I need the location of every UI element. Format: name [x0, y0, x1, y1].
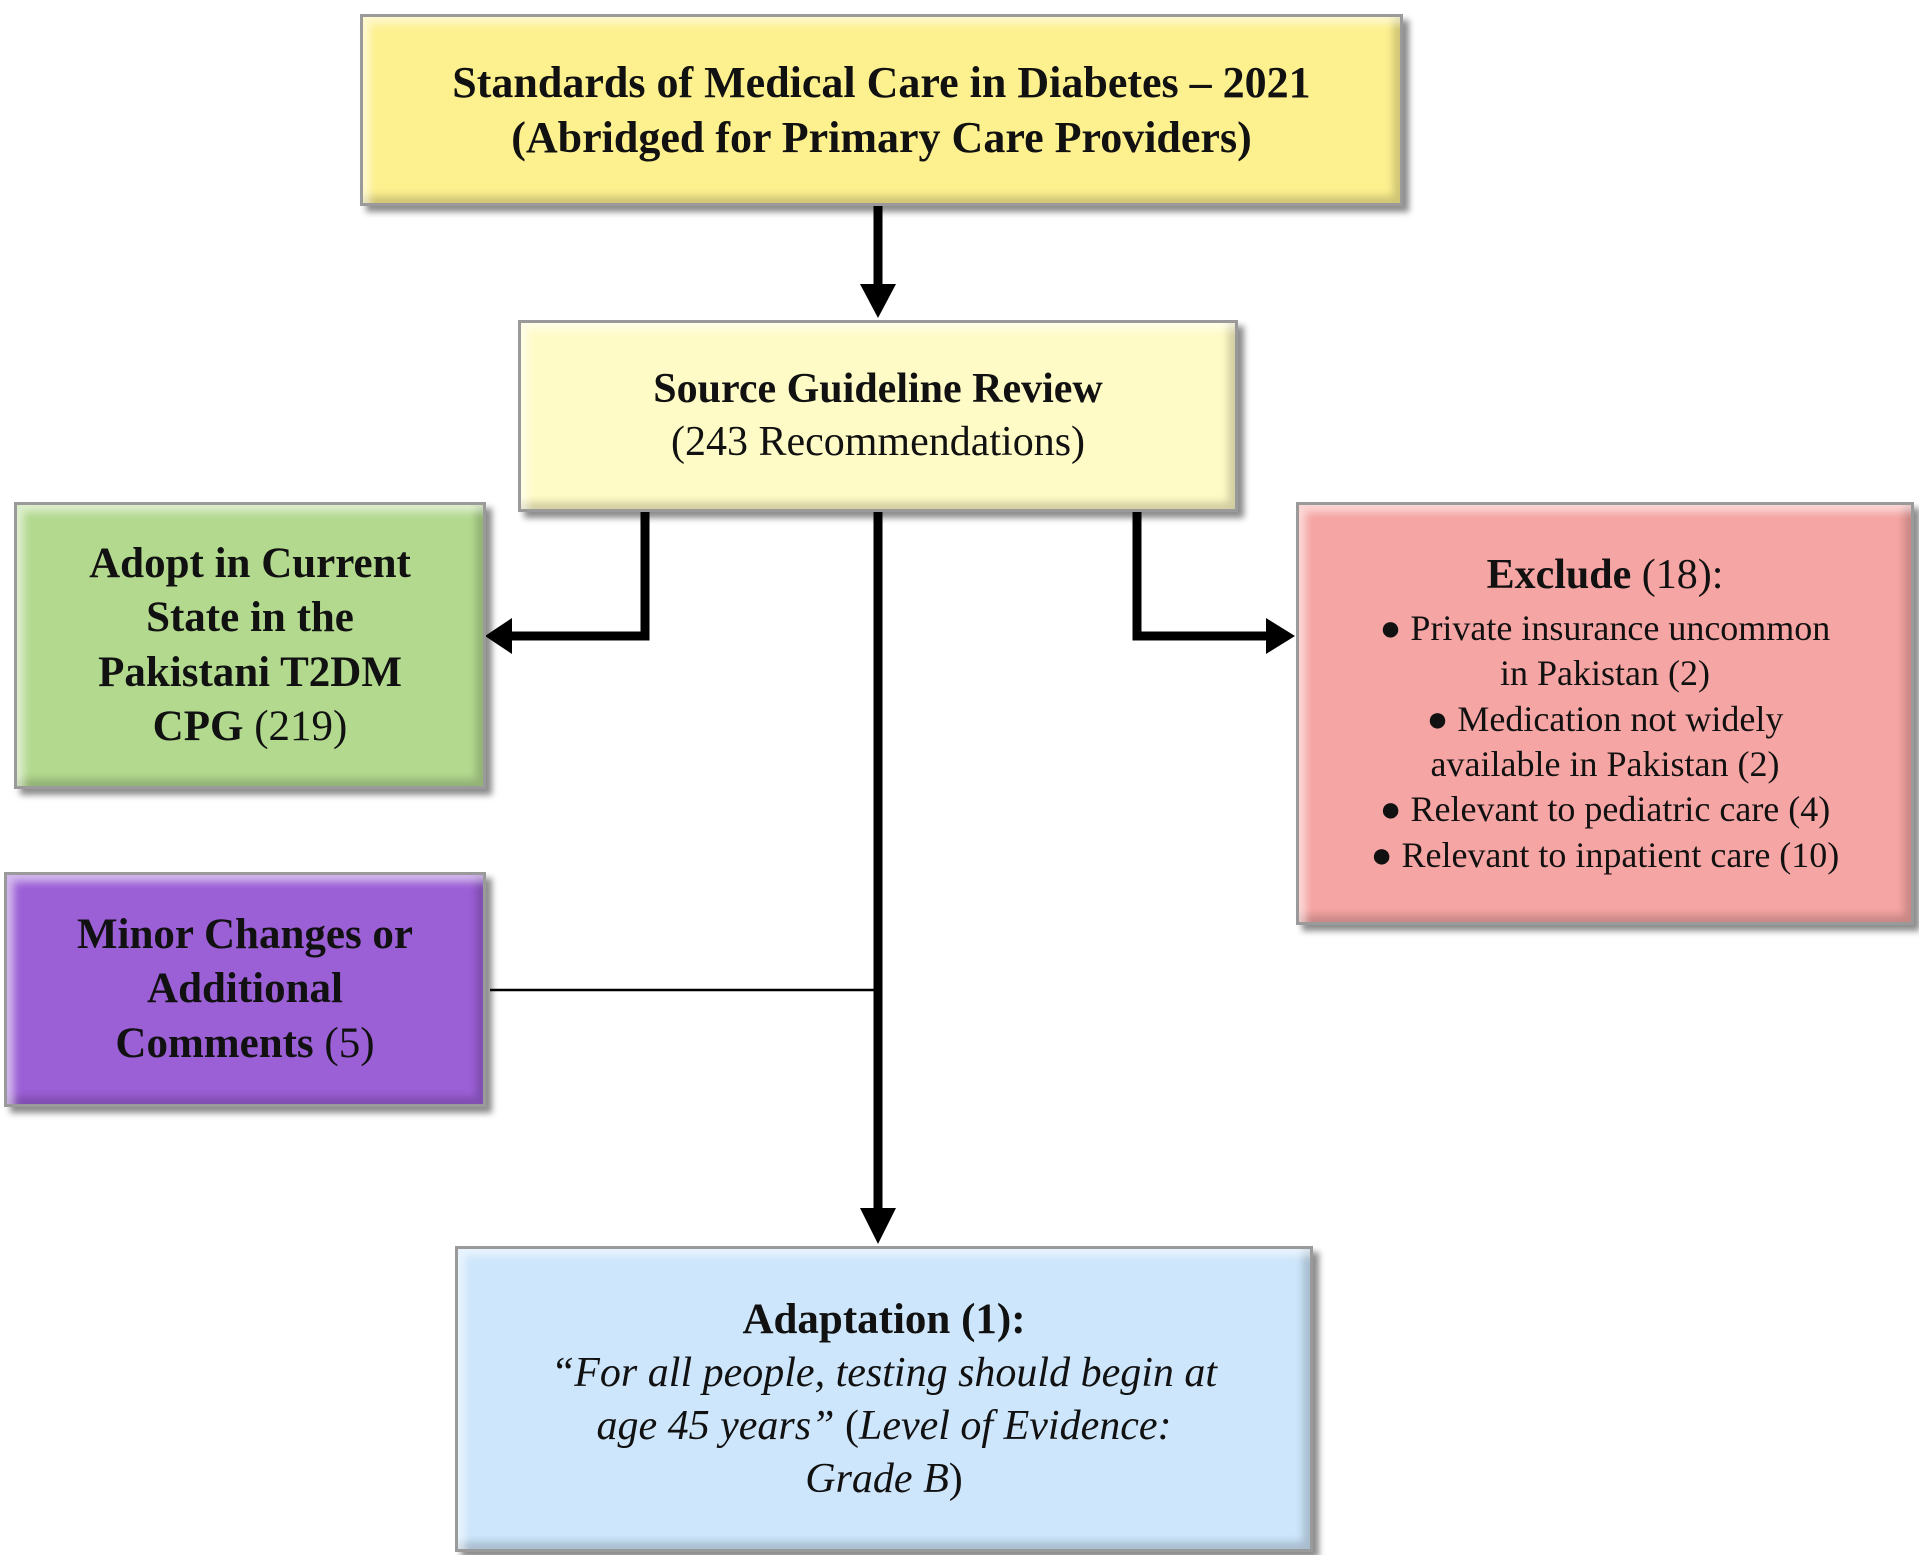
minor-comments: Comments	[115, 1019, 314, 1067]
adopt-line-4: CPG (219)	[153, 700, 348, 754]
source-title: Source Guideline Review	[653, 366, 1103, 413]
exclude-title: Exclude	[1486, 551, 1632, 598]
minor-line-3: Comments (5)	[115, 1017, 374, 1071]
adopt-cpg: CPG	[152, 702, 244, 750]
node-adopt: Adopt in Current State in the Pakistani …	[14, 502, 486, 789]
adopt-line-1: Adopt in Current	[89, 540, 411, 588]
exclude-item-1: ● Private insurance uncommon	[1379, 607, 1831, 648]
node-adaptation: Adaptation (1): “For all people, testing…	[455, 1246, 1313, 1552]
exclude-count: (18):	[1631, 551, 1724, 598]
adaptation-quote-end: age 45 years”	[596, 1402, 835, 1449]
adaptation-line-1: “For all people, testing should begin at	[550, 1349, 1218, 1396]
exclude-item-4: ● Relevant to inpatient care (10)	[1370, 834, 1840, 875]
arrowhead-adopt	[485, 618, 512, 654]
exclude-heading: Exclude (18):	[1487, 549, 1724, 602]
standards-title: Standards of Medical Care in Diabetes – …	[452, 57, 1311, 107]
adopt-count: (219)	[243, 702, 348, 750]
exclude-item-2b: available in Pakistan (2)	[1430, 743, 1780, 784]
adaptation-grade: Grade B	[805, 1455, 949, 1502]
exclude-item-3: ● Relevant to pediatric care (4)	[1379, 789, 1831, 830]
adopt-line-3: Pakistani T2DM	[98, 648, 402, 696]
source-subtitle: (243 Recommendations)	[670, 419, 1086, 465]
arrowhead-exclude	[1266, 618, 1295, 654]
standards-subtitle: (Abridged for Primary Care Providers)	[511, 113, 1252, 162]
adaptation-paren-close: )	[948, 1455, 963, 1502]
arrow-source-to-adopt	[512, 505, 650, 641]
node-standards: Standards of Medical Care in Diabetes – …	[360, 14, 1403, 206]
exclude-item-1b: in Pakistan (2)	[1500, 653, 1710, 694]
minor-line-1: Minor Changes or	[76, 911, 414, 959]
arrowhead-source	[860, 284, 896, 318]
arrow-source-to-exclude	[1132, 505, 1266, 641]
adaptation-line-3: Grade B)	[805, 1453, 962, 1506]
node-exclude: Exclude (18): ● Private insurance uncomm…	[1296, 502, 1914, 925]
node-minor-changes: Minor Changes or Additional Comments (5)	[4, 872, 486, 1107]
minor-line-2: Additional	[147, 965, 343, 1013]
adaptation-evidence-label: Level of Evidence:	[858, 1402, 1172, 1449]
adopt-line-2: State in the	[146, 594, 354, 642]
adaptation-title: Adaptation (1):	[742, 1295, 1026, 1343]
adaptation-paren-open: (	[834, 1402, 859, 1449]
arrowhead-adaptation	[860, 1208, 896, 1244]
minor-count: (5)	[313, 1019, 375, 1067]
adaptation-line-2: age 45 years” (Level of Evidence:	[597, 1400, 1172, 1453]
node-source-review: Source Guideline Review (243 Recommendat…	[518, 320, 1238, 512]
exclude-item-2: ● Medication not widely	[1426, 698, 1784, 739]
